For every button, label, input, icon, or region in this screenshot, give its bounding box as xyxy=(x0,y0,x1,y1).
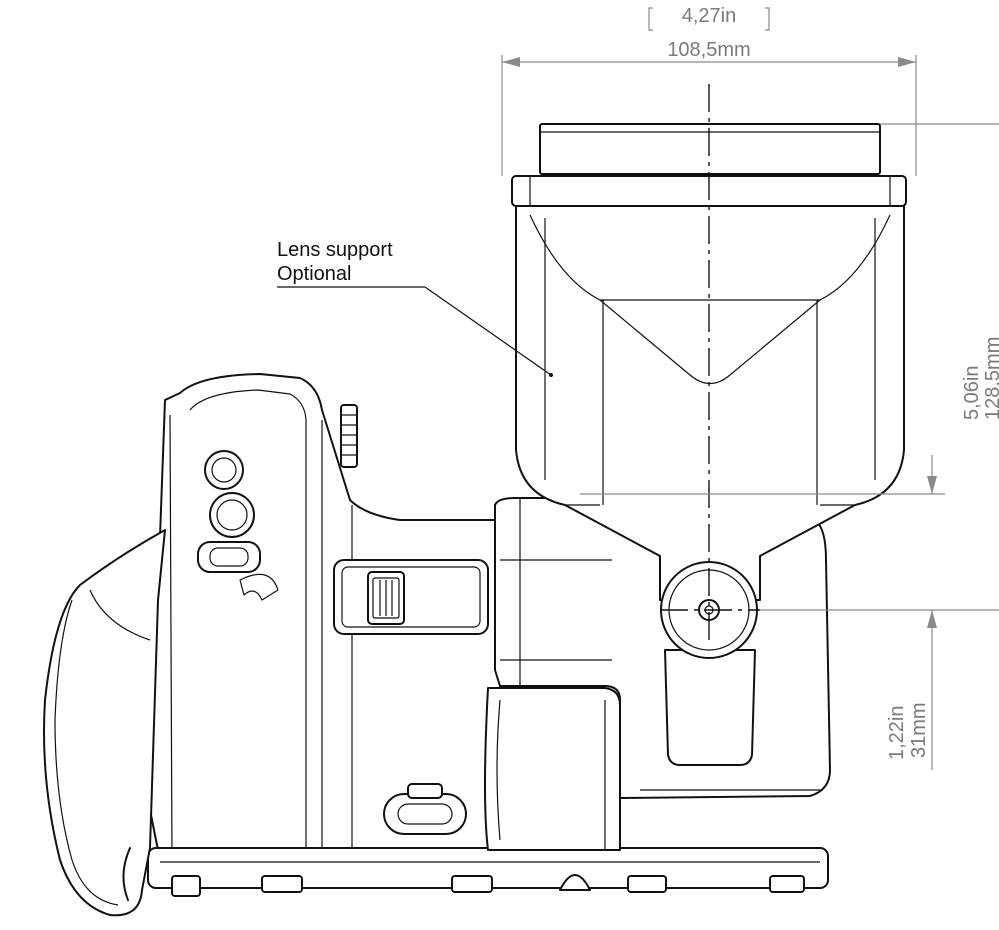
height-dimension: 5,06in 128,5mm xyxy=(760,123,999,611)
height-in-label: 5,06in xyxy=(961,366,983,421)
width-in-label: 4,27in xyxy=(682,5,737,27)
offset-dimension: 1,22in 31mm xyxy=(580,455,945,770)
offset-in-label: 1,22in xyxy=(886,706,908,761)
height-mm-label: 128,5mm xyxy=(982,337,999,420)
lens-support-callout: Lens support Optional xyxy=(277,239,553,377)
offset-mm-label: 31mm xyxy=(908,702,930,758)
camera-body xyxy=(147,373,829,897)
width-dimension: 4,27in 108,5mm xyxy=(501,5,917,176)
callout-line-2: Optional xyxy=(277,263,352,285)
callout-line-1: Lens support xyxy=(277,239,393,261)
width-mm-label: 108,5mm xyxy=(667,39,750,61)
hand-grip xyxy=(43,529,166,917)
